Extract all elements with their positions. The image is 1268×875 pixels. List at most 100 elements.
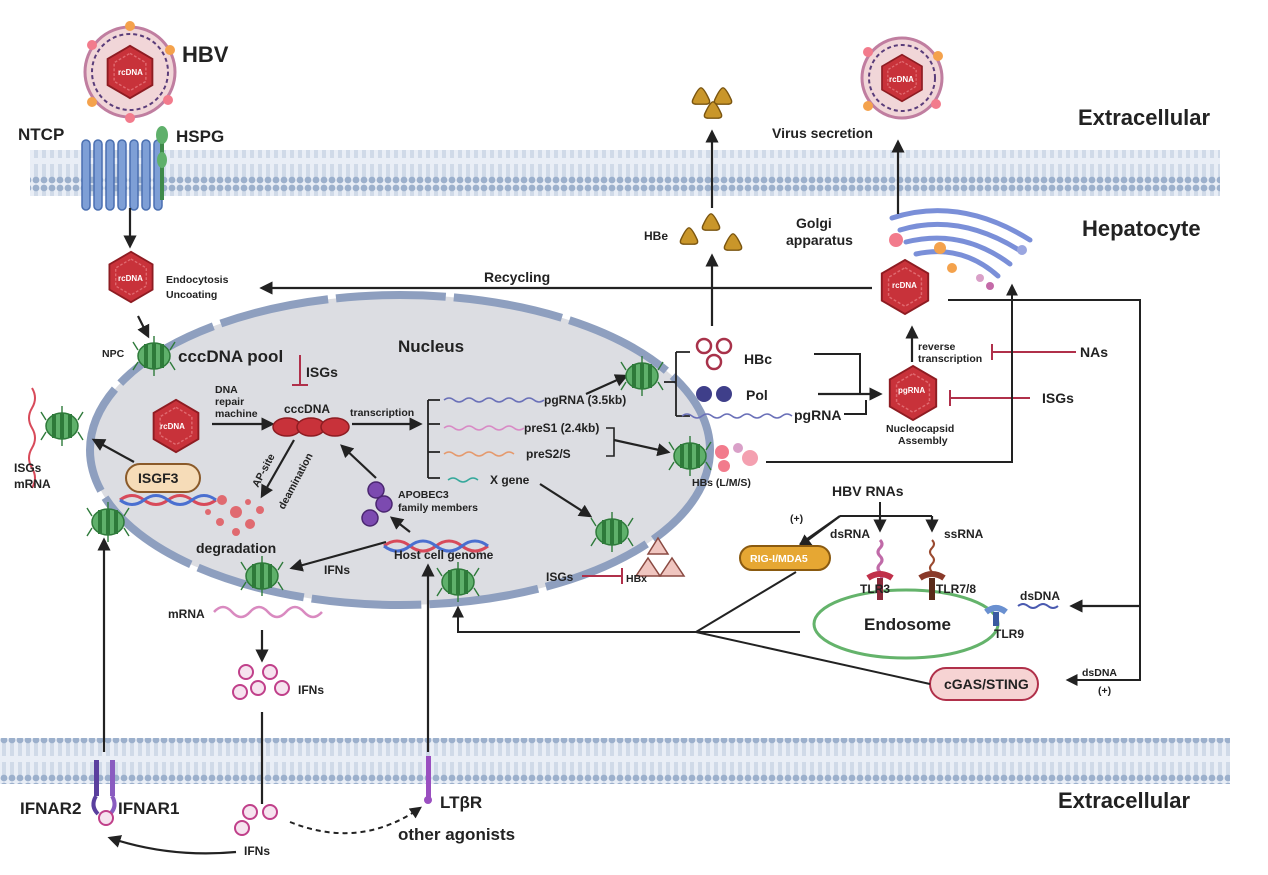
ifn-mrna-strand [213,605,323,619]
plasma-membrane-bottom [0,738,1230,784]
ssrna-label: ssRNA [944,527,984,541]
extracellular-top-label: Extracellular [1078,105,1211,130]
x-export-arrow [539,483,593,518]
hspg-receptor [156,126,168,200]
hbe-particle-2 [701,213,721,231]
tlr3-receptor [866,571,894,600]
isgs-nc-label: ISGs [1042,390,1074,406]
pgrna-label: pgRNA [794,407,841,423]
pres2-label: preS2/S [526,447,571,461]
isgs-mrna-strand [28,387,36,489]
dna-repair-label-3: machine [215,408,258,420]
ssrna-strand [929,539,935,573]
hbx-particles [634,536,686,577]
hbc-particles [695,337,733,371]
golgi-vesicles [889,233,1027,290]
nuclear-rcdna-label: rcDNA [160,422,185,431]
cgas-label: cGAS/STING [944,676,1029,692]
plasma-membrane-top [30,150,1220,196]
endosome-label: Endosome [864,615,951,634]
uncoating-label: Uncoating [166,289,217,301]
dsdna-cgas-label: dsDNA [1082,667,1117,679]
cytoplasmic-pgrna [681,413,793,419]
host-cell-genome [383,539,489,553]
dsrna-label: dsRNA [830,527,870,541]
hbc-label: HBc [744,351,772,367]
apobec3-label-2: family members [398,502,478,514]
hbv-label: HBV [182,42,229,67]
pres1-label: preS1 (2.4kb) [524,421,599,435]
rig-label: RIG-I/MDA5 [750,553,808,565]
hbv-rnas-label: HBV RNAs [832,483,904,499]
mrna-label: mRNA [168,607,205,621]
tlr9-receptor [984,605,1008,626]
ltbr-label: LTβR [440,793,482,812]
golgi-apparatus [889,208,1033,279]
nucleocapsid-label-1: Nucleocapsid [886,423,954,435]
tlr3-label: TLR3 [860,582,890,596]
hbs-label: HBs (L/M/S) [692,477,751,489]
isgs-mrna-label-1: ISGs [14,461,42,475]
dna-repair-label-2: repair [215,396,244,408]
host-to-apobec-arrow [389,516,411,533]
host-to-ifns-arrow [289,540,387,572]
pgrna-transcript [443,397,545,403]
isgf3-to-isg-arrow [91,438,135,463]
hbs-particles [715,443,758,472]
ifns-bottom-label: IFNs [244,844,270,858]
degraded-dna-fragments [205,495,264,536]
rig-mda5-sensor [739,545,831,571]
dsdna-tlr-label: dsDNA [1020,589,1060,603]
cccdna-pool-label: cccDNA pool [178,347,283,366]
ifns-nucleus-label: IFNs [324,563,350,577]
recycling-label: Recycling [484,269,550,285]
ifns-to-ifnar-arrow [107,835,237,855]
endocytosis-label: Endocytosis [166,274,229,286]
ltbr-receptor [424,756,432,804]
nas-label: NAs [1080,344,1108,360]
deamination-arrow [260,439,295,499]
isgs-nucleus-label: ISGs [306,364,338,380]
pol-particles [696,386,732,402]
hbe-label: HBe [644,229,668,243]
golgi-label-2: apparatus [786,232,853,248]
hepatocyte-label: Hepatocyte [1082,216,1201,241]
virus-secretion-label: Virus secretion [772,125,873,141]
ifnar-receptors [91,760,117,826]
ntcp-receptor [81,139,163,211]
plus-cgas-label: (+) [1098,685,1111,697]
ifnar1-label: IFNAR1 [118,799,179,818]
isgs-mrna-label-2: mRNA [14,477,51,491]
isgf3-dna [119,494,217,506]
nucleus-label: Nucleus [398,337,464,356]
pres-export-arrow [613,438,671,457]
hbc-to-assembly-line [814,353,861,394]
sensor-to-nucleus-arrow [452,605,696,633]
sensor-convergence [695,571,931,685]
hbs-to-golgi-arrow [766,283,1018,463]
hbe-particle-1 [679,227,699,245]
pgrna-capsid-label: pgRNA [898,386,925,395]
pgrna-35-label: pgRNA (3.5kb) [544,393,626,407]
hbv-rcdna-label: rcDNA [118,68,143,77]
pres2-transcript [443,451,515,457]
hbe-secreted-1 [691,87,711,105]
hbx-label: HBx [626,573,647,585]
ntcp-label: NTCP [18,125,64,144]
npc-label: NPC [102,348,125,360]
tlr78-label: TLR7/8 [936,582,976,596]
nucleus [86,291,714,609]
secreted-virion [860,36,944,120]
npc-pore-left [40,405,84,447]
hbe-secreted-2 [713,87,733,105]
cccdna-label: cccDNA [284,402,330,416]
pres1-transcript [443,425,525,431]
rig-arrow [797,515,841,548]
dsdna-cgas-arrow [948,299,1141,686]
plus-rig-label: (+) [790,513,803,525]
uncoating-arrow [137,315,150,339]
apobec3-arrow [340,444,377,479]
pres-bracket [606,427,615,457]
